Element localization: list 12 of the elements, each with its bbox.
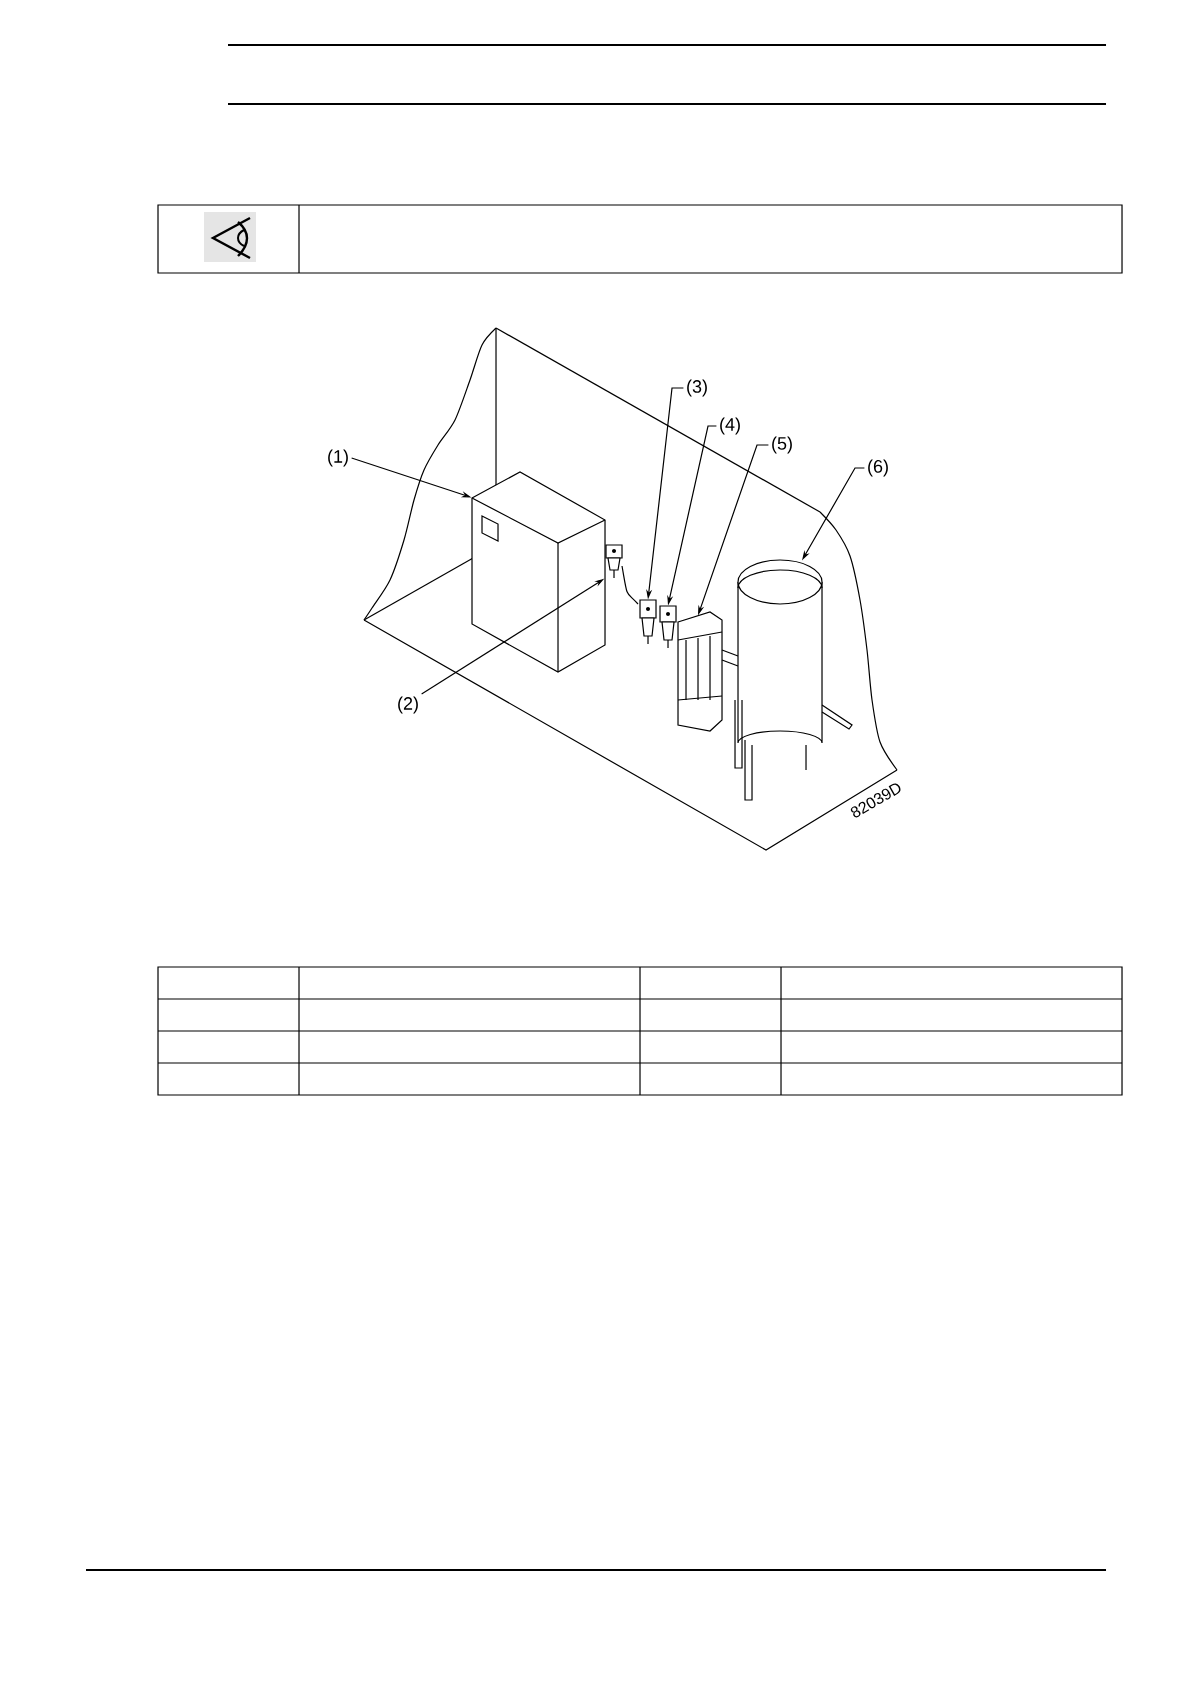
callout-number: (5) xyxy=(772,436,792,454)
water-separator-drawing xyxy=(605,544,639,605)
dryer-drawing xyxy=(677,611,739,732)
tank-drawing xyxy=(734,559,853,801)
filter-drawing xyxy=(659,605,677,649)
callout-number: (4) xyxy=(720,417,740,435)
callout-number: (1) xyxy=(328,449,348,467)
callout-number: (3) xyxy=(687,379,707,397)
cabinet-drawing xyxy=(471,471,606,673)
callout-number: (2) xyxy=(398,696,418,714)
filter-drawing xyxy=(639,599,657,645)
callout-number: (6) xyxy=(868,459,888,477)
